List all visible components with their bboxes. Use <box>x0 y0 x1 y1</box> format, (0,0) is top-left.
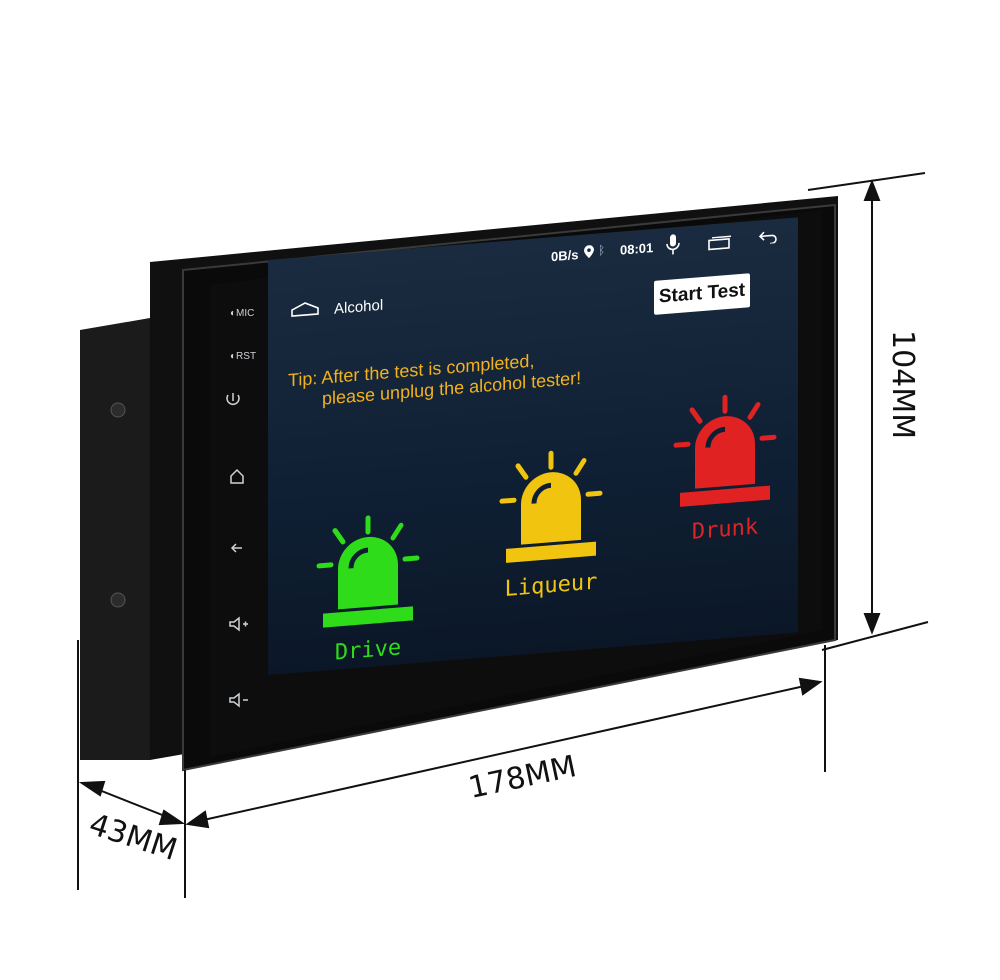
siren-red-icon <box>673 394 777 507</box>
tip-text: Tip: After the test is completed, please… <box>288 347 581 413</box>
back-icon[interactable] <box>758 229 778 248</box>
siren-green-icon <box>316 515 420 628</box>
status-bar: 0B/s ᛒ 08:01 <box>268 217 798 294</box>
height-dimension: 104MM <box>885 330 920 440</box>
touch-screen: 0B/s ᛒ 08:01 Alcohol Start Test Tip: Aft… <box>268 217 798 675</box>
screw-hole-bottom <box>110 592 126 608</box>
mic-label: ◐MIC <box>230 308 255 319</box>
bluetooth-icon: ᛒ <box>598 242 606 258</box>
rst-label: ◐RST <box>230 351 257 362</box>
home-side-icon[interactable] <box>230 468 244 484</box>
screw-hole-top <box>110 402 126 418</box>
width-arrow-line <box>189 682 819 824</box>
width-arrow-right <box>798 677 823 696</box>
level-drive: Drive <box>303 507 433 675</box>
level-label: Liqueur <box>504 569 598 602</box>
height-arrow-down <box>863 613 881 635</box>
level-liqueur: Liqueur <box>486 442 616 652</box>
back-side-icon[interactable] <box>230 543 242 553</box>
level-drunk: Drunk <box>660 386 790 596</box>
level-label: Drive <box>334 635 402 666</box>
height-arrow-up <box>863 179 881 201</box>
depth-arrow-right <box>158 809 186 826</box>
rear-chassis <box>80 318 150 760</box>
recent-apps-icon[interactable] <box>708 235 732 254</box>
dim-line-top <box>807 172 926 191</box>
width-arrow-left <box>185 810 210 829</box>
depth-arrow-left <box>78 780 106 797</box>
dim-line-bottom <box>821 621 929 651</box>
level-label: Drunk <box>691 514 759 545</box>
network-speed: 0B/s <box>551 247 579 265</box>
volume-down-icon[interactable] <box>229 692 248 708</box>
start-test-button[interactable]: Start Test <box>654 273 750 315</box>
app-title: Alcohol <box>334 296 384 318</box>
location-icon <box>584 245 594 262</box>
app-bar: Alcohol <box>268 251 798 334</box>
clock: 08:01 <box>620 240 654 258</box>
siren-yellow-icon <box>499 450 603 563</box>
volume-up-icon[interactable] <box>229 616 248 632</box>
power-icon[interactable] <box>226 393 240 405</box>
mic-icon[interactable] <box>666 233 680 259</box>
home-icon[interactable] <box>290 300 320 323</box>
